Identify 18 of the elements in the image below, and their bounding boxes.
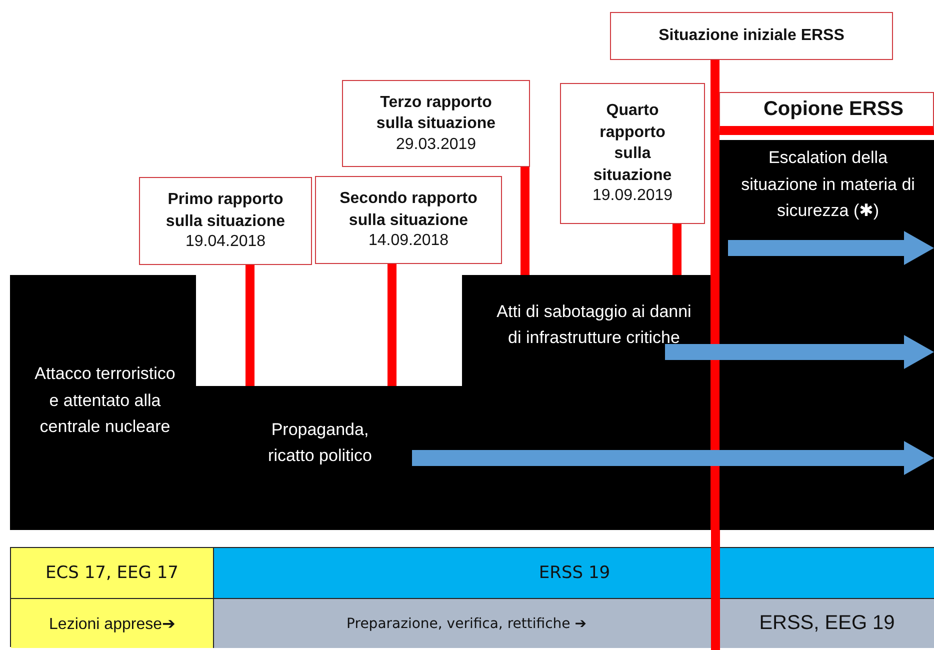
scenario-text: Attacco terroristico e attentato alla centrale nucleare [34,363,176,438]
scenario-text: Escalation della situazione in materia di sicurezza (✱) [740,147,916,222]
phase-cell: Lezioni apprese➔ [11,599,214,648]
marker-line [246,265,254,386]
scenario-text: Atti di sabotaggio ai danni di infrastrutture critiche [496,300,692,349]
phase-cell: ECS 17, EEG 17 [11,548,214,599]
phase-cell: ERSS 19 [214,548,934,599]
scenario-text: Propaganda, ricatto politico [267,418,373,467]
marker-line [520,167,530,275]
report-box: Terzo rapporto sulla situazione 29.03.2019 [342,80,530,167]
report-box: Quarto rapporto sulla situazione 19.09.2019 [560,83,705,224]
marker-line [388,264,396,386]
report-box: Primo rapporto sulla situazione 19.04.2018 [139,177,312,265]
milestone-box: Situazione iniziale ERSS [610,12,893,60]
report-box: Secondo rapporto sulla situazione 14.09.2018 [315,176,502,264]
title-box: Copione ERSS [719,92,934,135]
phase-cell: ERSS, EEG 19 [719,599,934,648]
marker-line [672,224,682,275]
